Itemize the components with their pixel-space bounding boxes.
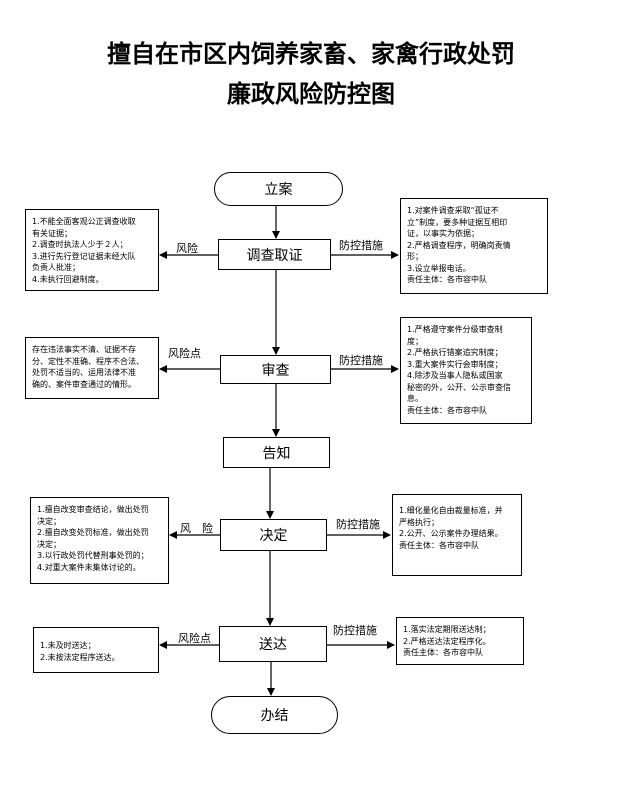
investigate-node-label: 调查取证 [246,247,303,264]
control-box-investigate: 1.对案件调查采取“孤证不 立”制度，要多种证据互相印 证，以事实为依据； 2.… [400,198,548,294]
control-box-deliver: 1.落实法定期限送达制； 2.严格送达法定程序化。 责任主体：各市容中队 [396,617,524,665]
control-line: 责任主体：各市容中队 [407,405,487,415]
risk-line: 决定； [37,539,61,549]
risk-label-deliver: 风险点 [178,632,211,645]
risk-line: 1.不能全面客观公正调查收取 [32,217,136,226]
decide-node-label: 决定 [259,528,288,544]
risk-line: 4.对重大案件未集体讨论的。 [37,562,141,572]
control-line: 1.严格遵守案件分级审查制 [407,325,503,334]
control-line: 形； [407,252,423,261]
control-line: 责任主体：各市容中队 [407,275,487,284]
control-line: 息。 [407,394,423,403]
risk-line: 2.未按法定程序送达。 [40,652,120,662]
end-node: 办结 [211,696,338,734]
notify-node-label: 告知 [262,445,291,462]
deliver-node-label: 送达 [259,637,287,653]
control-label-investigate: 防控措施 [339,239,383,252]
risk-line: 存在违法事实不清、证据不存 [32,345,136,354]
decide-node: 决定 [220,519,327,551]
title-line-2: 廉政风险防控图 [227,79,395,108]
control-line: 2.严格执行错案追究制度； [407,348,503,357]
risk-line: 3.进行先行登记证据未经大队 [32,251,136,261]
control-line: 1.对案件调查采取“孤证不 [407,206,499,215]
risk-label-investigate: 风险 [176,242,198,255]
control-line: 3.设立举报电话。 [407,263,471,273]
control-line: 1.落实法定期限送达制； [403,625,491,634]
risk-line: 1.擅自改变审查结论，做出处罚 [37,505,149,514]
risk-label-review: 风险点 [168,347,201,360]
investigate-node: 调查取证 [218,239,331,270]
notify-node: 告知 [223,437,330,468]
risk-line: 决定； [37,516,61,526]
control-label-review: 防控措施 [339,354,383,367]
risk-line: 确的、案件审查通过的情形。 [32,379,136,389]
control-label-decide: 防控措施 [336,518,380,531]
control-line: 2.公开、公示案件办理结果。 [399,529,503,538]
risk-line: 有关证据； [32,228,72,238]
risk-box-review: 存在违法事实不清、证据不存 分、定性不准确、程序不合法、 处罚不适当的、运用法律… [25,337,159,399]
control-line: 严格执行； [399,517,439,527]
risk-line: 分、定性不准确、程序不合法、 [32,356,144,366]
control-line: 立”制度，要多种证据互相印 [407,217,508,227]
risk-line: 1.未及时送达； [40,641,96,650]
control-line: 2.严格送达法定程序化。 [403,636,491,646]
risk-box-investigate: 1.不能全面客观公正调查收取 有关证据； 2.调查时执法人少于２人； 3.进行先… [25,209,159,291]
control-line: 证，以事实为依据； [407,229,479,238]
risk-line: 负责人批准； [32,263,80,272]
risk-box-decide: 1.擅自改变审查结论，做出处罚 决定； 2.擅自改变处罚标准，做出处罚 决定； … [30,497,169,584]
review-node: 审查 [220,355,331,384]
control-line: 秘密的外，公开、公示审查信 [407,382,511,392]
risk-line: 2.调查时执法人少于２人； [32,240,128,249]
deliver-node: 送达 [219,626,327,662]
control-line: 2.严格调查程序，明确岗责情 [407,240,511,250]
risk-label-decide: 风 险 [180,522,213,535]
control-box-decide: 1.细化量化自由裁量标准，并 严格执行； 2.公开、公示案件办理结果。 责任主体… [392,494,522,576]
review-node-label: 审查 [261,362,290,379]
risk-box-deliver: 1.未及时送达； 2.未按法定程序送达。 [33,627,159,673]
start-node: 立案 [214,172,343,206]
control-line: 责任主体：各市容中队 [403,648,483,657]
control-line: 3.重大案件实行会审制度； [407,359,503,369]
control-box-review: 1.严格遵守案件分级审查制 度； 2.严格执行错案追究制度； 3.重大案件实行会… [400,317,532,424]
risk-line: 2.擅自改变处罚标准，做出处罚 [37,528,149,537]
title-line-1: 擅自在市区内饲养家畜、家禽行政处罚 [107,39,515,68]
end-node-label: 办结 [260,708,289,724]
risk-line: 4.未执行回避制度。 [32,274,104,284]
control-label-deliver: 防控措施 [333,624,377,637]
risk-line: 3.以行政处罚代替刑事处罚的； [37,551,149,560]
risk-line: 处罚不适当的、运用法律不准 [32,368,136,377]
control-line: 度； [407,336,423,346]
control-line: 责任主体：各市容中队 [399,540,479,550]
control-line: 4.除涉及当事人隐私或国家 [407,371,503,380]
control-line: 1.细化量化自由裁量标准，并 [399,506,503,515]
start-node-label: 立案 [264,182,293,198]
